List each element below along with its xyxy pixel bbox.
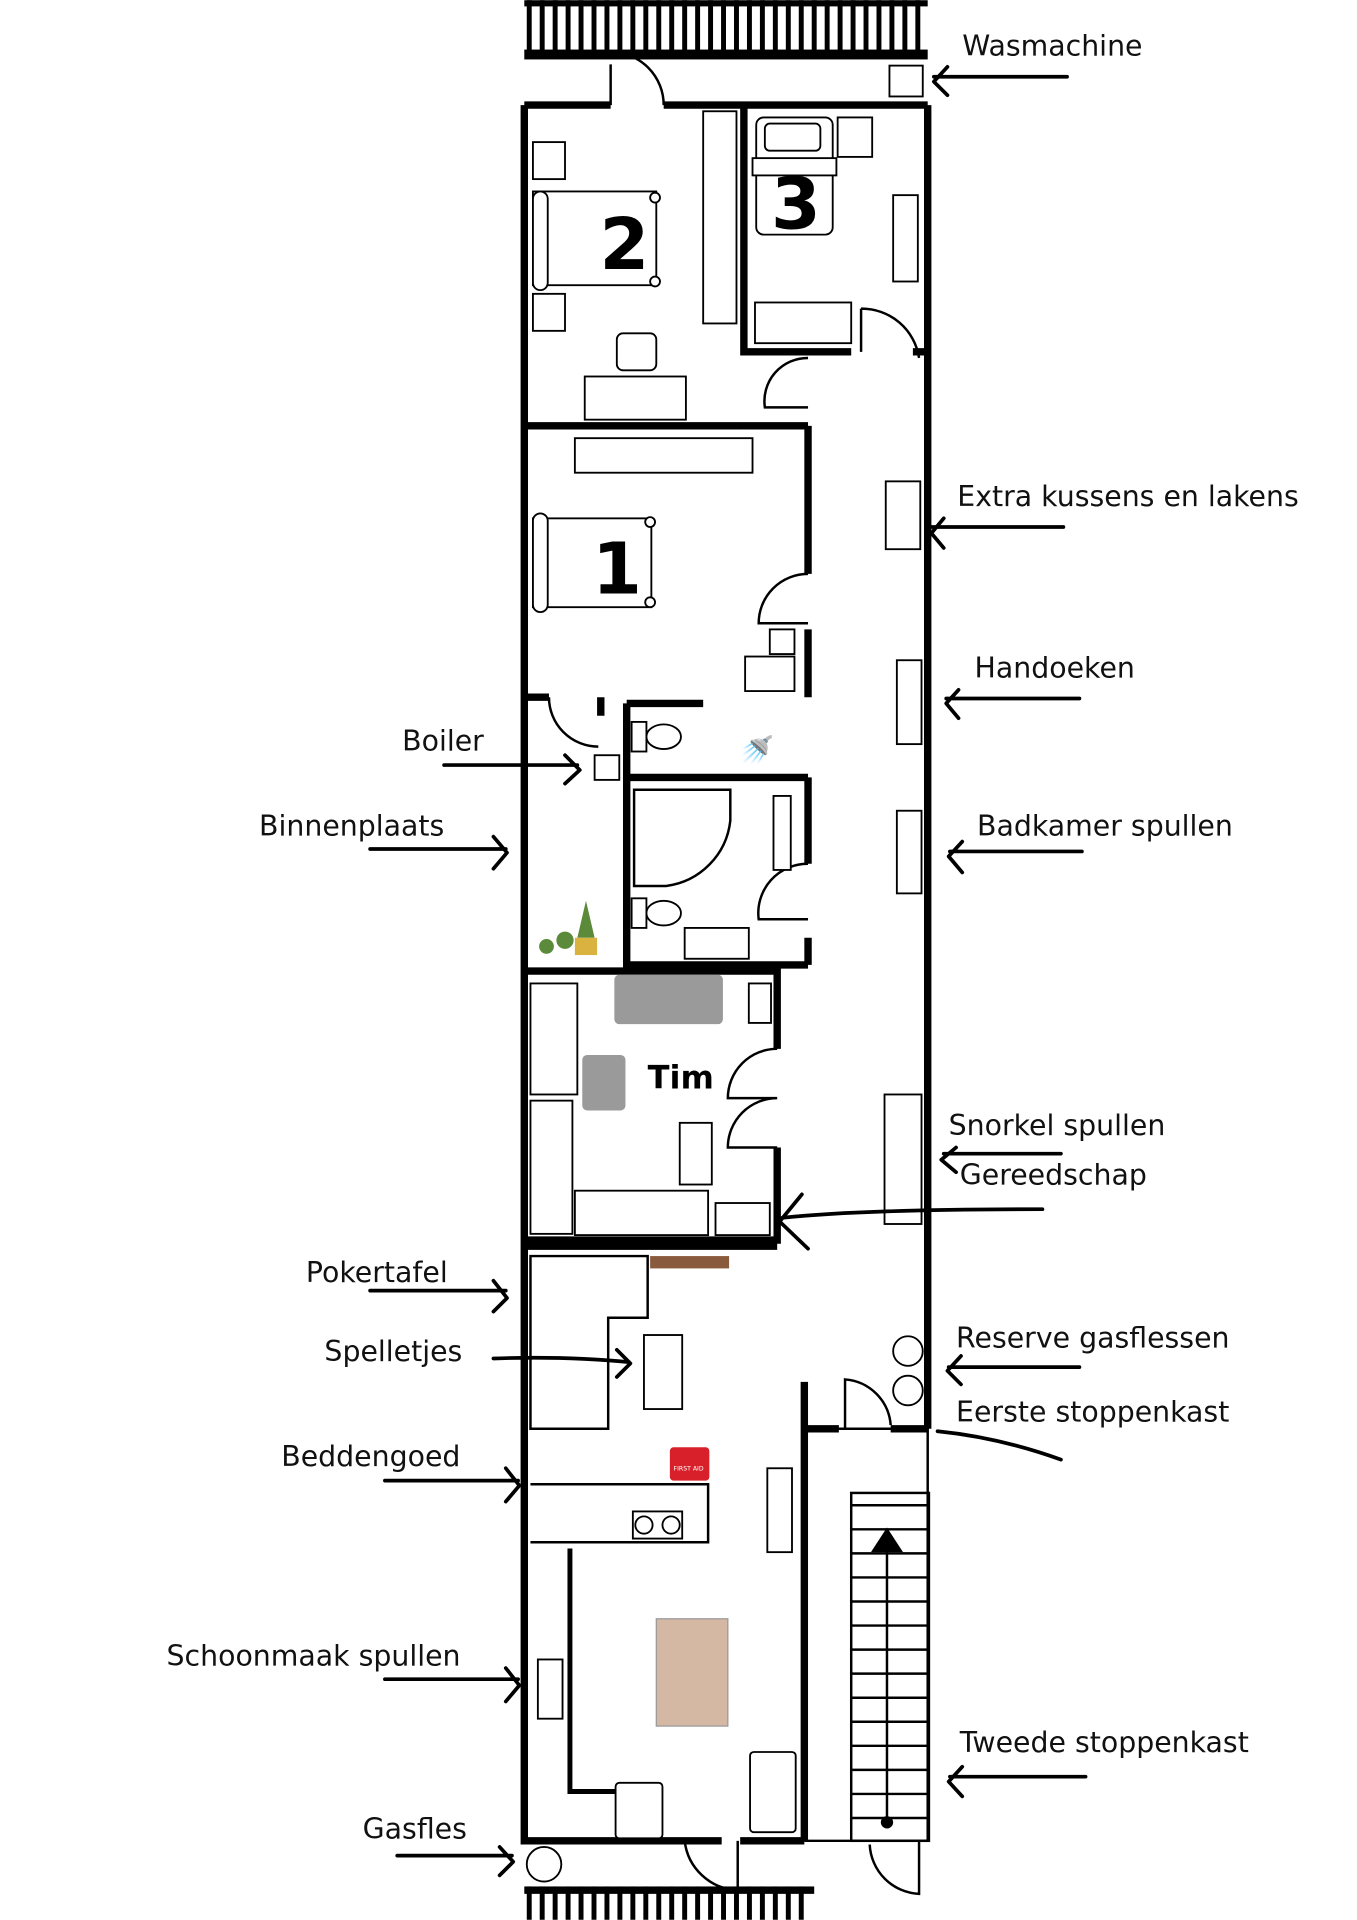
linen-cabinet	[884, 480, 922, 551]
room-number-2: 2	[600, 203, 650, 286]
label-handoeken: Handoeken	[975, 651, 1135, 684]
railing-bar	[902, 0, 908, 55]
railing-bar	[746, 0, 752, 55]
railing-bar	[539, 0, 545, 55]
label-reserve-gasflessen: Reserve gasflessen	[956, 1321, 1229, 1354]
bathroom-cabinet	[895, 809, 923, 895]
railing-bar	[669, 0, 675, 55]
plants	[539, 900, 598, 956]
washing-machine	[888, 64, 924, 98]
room-number-3: 3	[771, 162, 821, 245]
towel-cabinet	[895, 659, 923, 746]
railing-bar	[539, 1886, 545, 1920]
label-pokertafel: Pokertafel	[306, 1256, 448, 1289]
spare-gas-bottle	[892, 1374, 924, 1407]
railing-bar	[785, 1886, 791, 1920]
railing-bar	[656, 1886, 662, 1920]
label-tweede-stoppenkast: Tweede stoppenkast	[959, 1726, 1249, 1759]
spare-gas-bottle	[892, 1335, 924, 1367]
railing-bar	[591, 1886, 597, 1920]
snorkel-cabinet	[883, 1093, 923, 1225]
railing-bar	[772, 0, 778, 55]
railing-bar	[708, 1886, 714, 1920]
label-binnenplaats: Binnenplaats	[259, 809, 444, 842]
railing-bar	[565, 1886, 571, 1920]
walls	[520, 50, 932, 1845]
railing-bar	[915, 0, 921, 55]
railing-bar	[643, 0, 649, 55]
railing-bar	[708, 0, 714, 55]
railing-bar	[772, 1886, 778, 1920]
first-aid-label: FIRST AID	[674, 1466, 704, 1473]
railing-bar	[617, 1886, 623, 1920]
label-extra-kussens: Extra kussens en lakens	[957, 480, 1298, 513]
railing-bar	[798, 0, 804, 55]
railing-bar	[591, 0, 597, 55]
shower-icon: 🚿	[740, 734, 774, 765]
railing-bar	[682, 0, 688, 55]
tim-room: Tim	[529, 974, 772, 1237]
railing-bar	[824, 0, 830, 55]
annotation-arrows	[368, 64, 1088, 1878]
railing-bar	[811, 0, 817, 55]
railing-bar	[850, 0, 856, 55]
railing-bar	[526, 1886, 532, 1920]
bedroom-1: 1	[532, 437, 796, 692]
railing-bar	[630, 1886, 636, 1920]
railing-bar	[734, 0, 739, 55]
railing-bar	[721, 1886, 726, 1920]
railing-bar	[578, 0, 584, 55]
label-gasfles: Gasfles	[363, 1812, 467, 1845]
railing-bar	[604, 0, 610, 55]
railing-bar	[526, 0, 532, 55]
first-aid-kit	[669, 1447, 710, 1481]
railing-bar	[617, 0, 623, 55]
room-number-1: 1	[592, 528, 642, 611]
railing-bar	[759, 1886, 765, 1920]
label-eerste-stoppenkast: Eerste stoppenkast	[956, 1395, 1229, 1428]
gas-bottle	[525, 1846, 563, 1883]
railing-bar	[643, 1886, 649, 1920]
label-snorkel-spullen: Snorkel spullen	[949, 1109, 1166, 1142]
railing-bar	[552, 0, 558, 55]
railing-bar	[630, 0, 636, 55]
railing-bar	[837, 0, 843, 55]
room-name-tim: Tim	[648, 1058, 714, 1096]
living-kitchen: FIRST AID	[529, 1254, 797, 1840]
railing-bar	[746, 1886, 752, 1920]
railing-bar	[604, 1886, 610, 1920]
railing-bar	[798, 1886, 804, 1920]
railing-bar	[863, 0, 869, 55]
railing-bar	[656, 0, 662, 55]
bottom-balcony-railing	[524, 1886, 815, 1920]
bedroom-3: 3	[751, 116, 919, 345]
railing-bar	[695, 1886, 701, 1920]
label-boiler: Boiler	[402, 724, 484, 757]
label-gereedschap: Gereedschap	[960, 1159, 1147, 1192]
doors	[547, 307, 921, 1896]
railing-bar	[669, 1886, 675, 1920]
railing-bar	[889, 0, 895, 55]
top-balcony-railing	[524, 0, 928, 60]
bedroom-2: 2	[532, 110, 738, 421]
railing-bar	[759, 0, 765, 55]
railing-bar	[578, 1886, 584, 1920]
railing-bar	[876, 0, 882, 55]
railing-bar	[682, 1886, 688, 1920]
railing-bar	[785, 0, 791, 55]
railing-bar	[695, 0, 701, 55]
label-wasmachine: Wasmachine	[962, 30, 1142, 63]
bathrooms: 🚿	[630, 720, 792, 960]
label-badkamer-spullen: Badkamer spullen	[977, 809, 1233, 842]
label-beddengoed: Beddengoed	[281, 1440, 460, 1473]
staircase	[849, 1491, 931, 1843]
railing-bar	[721, 0, 726, 55]
label-schoonmaak-spullen: Schoonmaak spullen	[167, 1640, 461, 1673]
railing-bar	[734, 1886, 739, 1920]
railing-bar	[565, 0, 571, 55]
railing-bar	[552, 1886, 558, 1920]
label-spelletjes: Spelletjes	[324, 1335, 462, 1368]
boiler	[593, 754, 621, 781]
